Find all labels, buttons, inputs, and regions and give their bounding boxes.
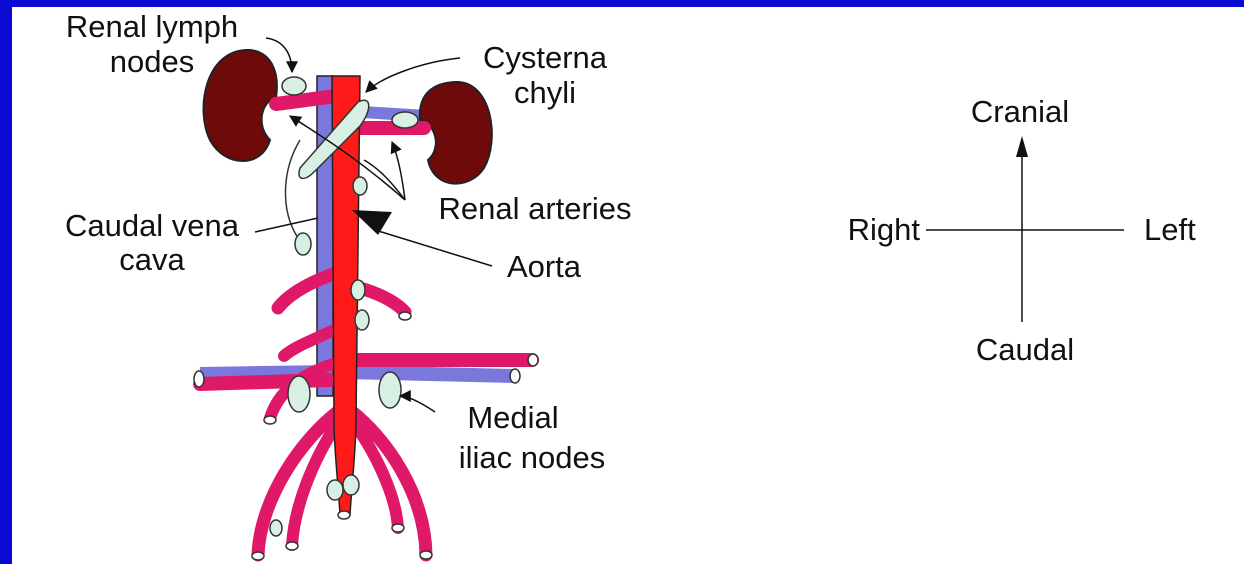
cranial-arrowhead-icon [1016,136,1028,157]
label-caudal-vena-cava-line2: cava [119,242,185,277]
compass-left: Left [1144,212,1196,247]
label-renal-lymph-nodes-line2: nodes [110,44,194,79]
diagram-panel: Renal lymph nodes Cysterna chyli Renal a… [12,7,1244,564]
label-renal-arteries: Renal arteries [439,191,632,226]
compass-right: Right [848,212,921,247]
label-cysterna-chyli-line2: chyli [514,75,576,110]
label-caudal-vena-cava-line1: Caudal vena [65,208,240,243]
compass-cranial: Cranial [971,94,1069,129]
label-renal-lymph-nodes-line1: Renal lymph [66,9,238,44]
label-medial-iliac-nodes-line1: Medial [467,400,558,435]
label-cysterna-chyli-line1: Cysterna [483,40,608,75]
orientation-compass: Cranial Caudal Right Left [848,94,1196,367]
kidney-left [420,82,492,184]
compass-caudal: Caudal [976,332,1074,367]
label-aorta: Aorta [507,249,582,284]
kidney-right [203,50,276,161]
lymphatic-anatomy-diagram: Renal lymph nodes Cysterna chyli Renal a… [12,7,1244,564]
label-medial-iliac-nodes-line2: iliac nodes [459,440,605,475]
